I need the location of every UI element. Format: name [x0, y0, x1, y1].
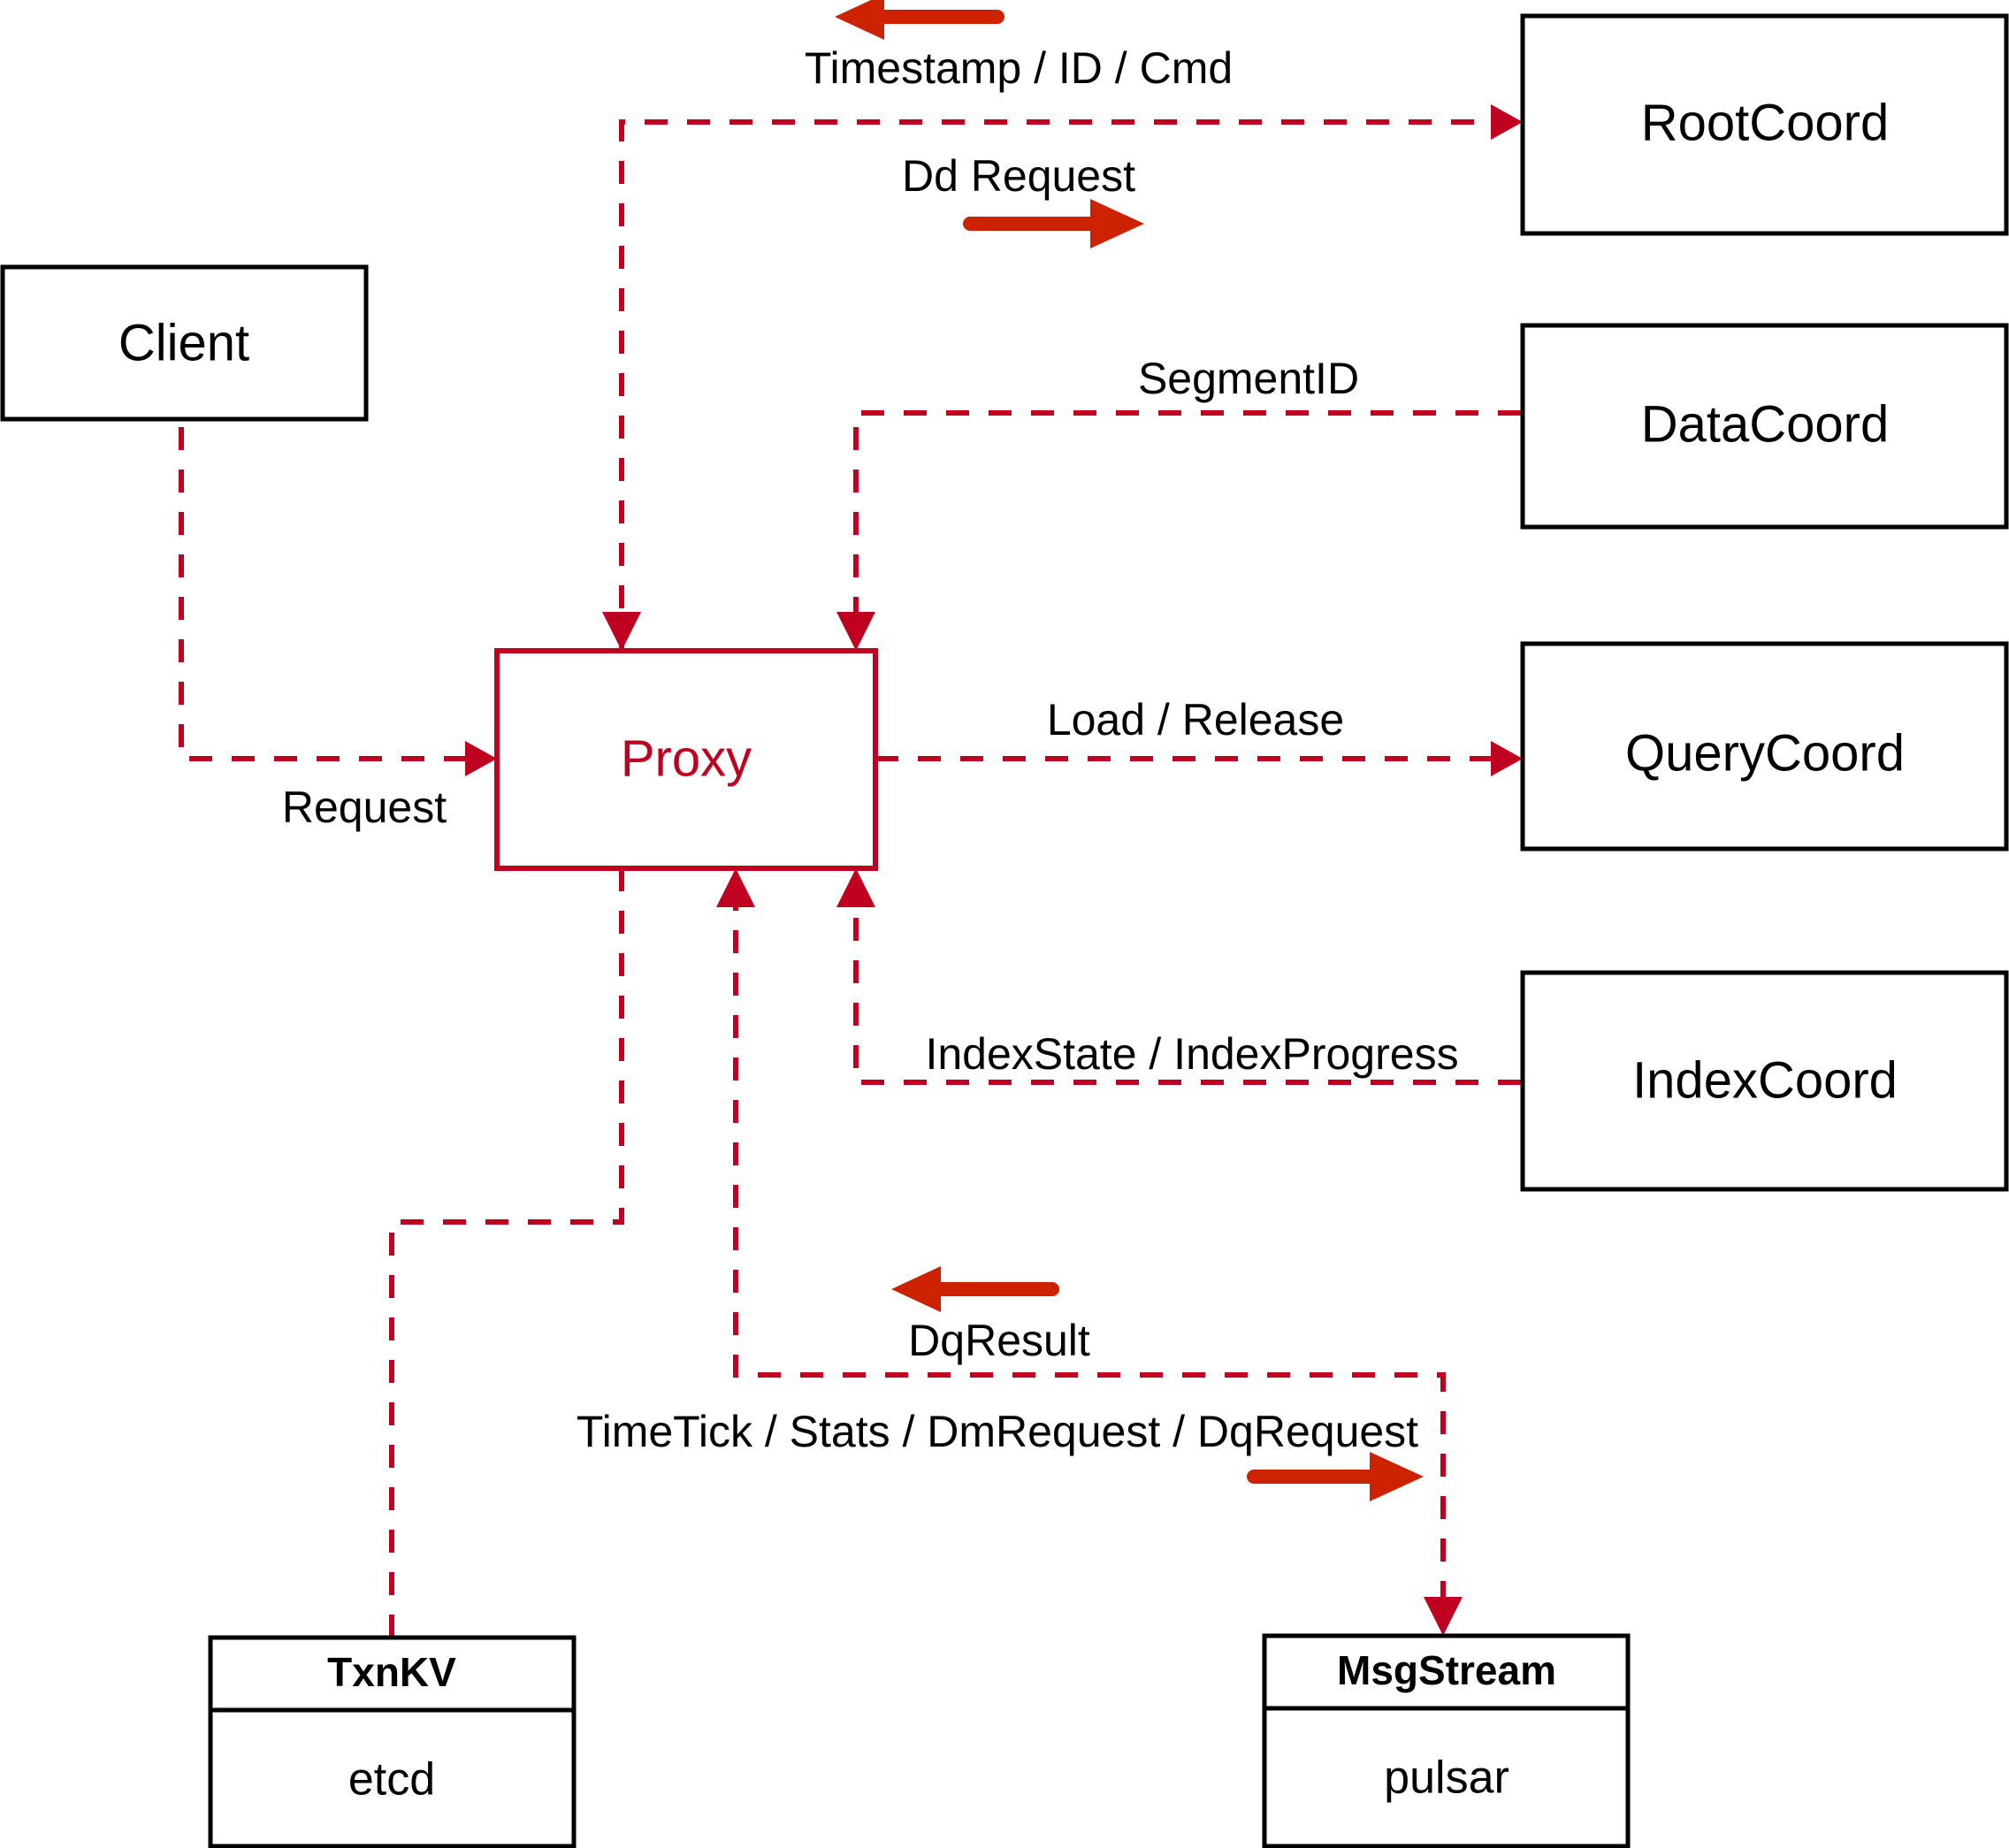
edge-segment-id-path — [836, 410, 1521, 651]
node-txn-kv-header: TxnKV — [327, 1649, 456, 1695]
arrowhead-to-proxy-bottom-right — [836, 868, 875, 907]
node-txn-kv[interactable] — [208, 1635, 577, 1848]
node-index-coord[interactable] — [1520, 970, 2009, 1192]
node-root-coord[interactable] — [1520, 13, 2009, 236]
edge-label-load-release: Load / Release — [1047, 695, 1344, 745]
node-root-coord-label: RootCoord — [1641, 94, 1889, 151]
node-msg-stream-header: MsgStream — [1337, 1647, 1556, 1693]
edge-label-timestamp-id-cmd: Timestamp / ID / Cmd — [805, 43, 1233, 93]
direction-arrow-timetick — [1247, 1452, 1424, 1501]
arrowhead-to-proxy-top-left — [602, 612, 641, 651]
direction-arrow-dd-request — [963, 199, 1144, 248]
direction-arrow-timestamp — [835, 0, 1004, 40]
edge-label-dq-result: DqResult — [908, 1316, 1090, 1365]
edge-label-segment-id: SegmentID — [1138, 354, 1359, 403]
edge-index-state-path — [836, 868, 1521, 1085]
edge-label-request: Request — [282, 783, 447, 832]
node-client[interactable] — [0, 264, 369, 422]
node-query-coord[interactable] — [1520, 641, 2009, 851]
edge-label-timetick-stats: TimeTick / Stats / DmRequest / DqRequest — [577, 1407, 1418, 1456]
node-txn-kv-body: etcd — [348, 1754, 435, 1806]
edge-timestamp-arrowhead — [602, 612, 641, 651]
edge-request-path — [179, 385, 497, 776]
edge-label-dd-request: Dd Request — [902, 151, 1135, 201]
edge-load-release-path — [875, 741, 1523, 776]
arrowhead-to-proxy-bottom-left — [716, 868, 755, 907]
arrowhead-to-msgstream — [1424, 1597, 1463, 1636]
node-data-coord[interactable] — [1520, 323, 2009, 530]
node-index-coord-label: IndexCoord — [1632, 1051, 1898, 1109]
direction-arrow-dq-result — [891, 1266, 1059, 1312]
edge-label-index-state-progress: IndexState / IndexProgress — [925, 1029, 1458, 1079]
edge-txnkv-path — [389, 868, 624, 1638]
node-proxy-label: Proxy — [621, 729, 752, 787]
node-proxy[interactable] — [494, 648, 878, 871]
node-msg-stream[interactable] — [1262, 1633, 1631, 1848]
node-msg-stream-body: pulsar — [1384, 1753, 1509, 1804]
arrowhead-to-proxy-top-right — [836, 612, 875, 651]
node-query-coord-label: QueryCoord — [1625, 724, 1905, 782]
node-data-coord-label: DataCoord — [1641, 395, 1889, 453]
arrowhead-to-rootcoord — [1491, 104, 1523, 140]
node-client-label: Client — [118, 314, 249, 371]
edge-msgstream-path — [716, 868, 1463, 1636]
arrowhead-to-querycoord — [1491, 741, 1523, 776]
arrowhead-to-proxy-left — [465, 741, 497, 776]
edge-dd-request-path — [619, 104, 1523, 651]
